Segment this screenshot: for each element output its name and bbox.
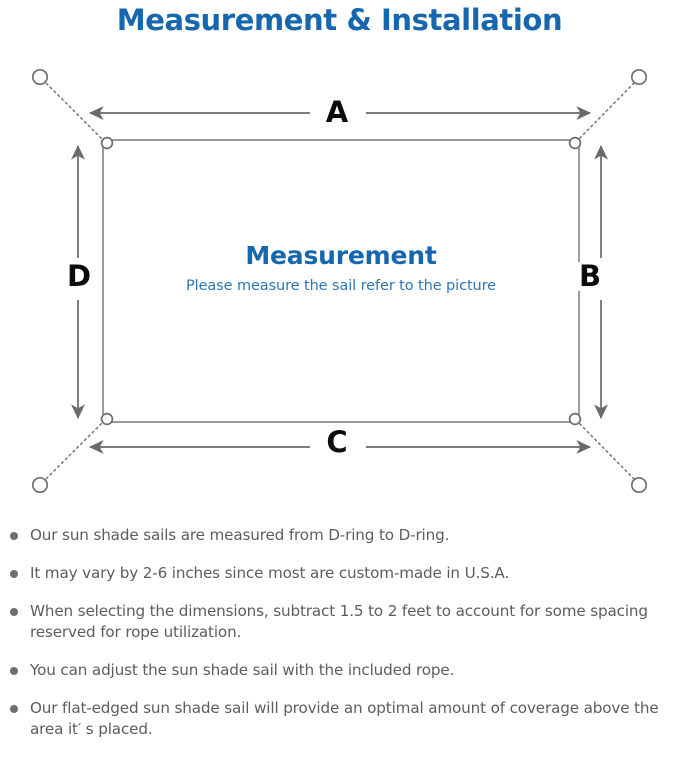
- anchor-point-bottom-left: [31, 476, 49, 494]
- anchor-point-top-right: [630, 68, 648, 86]
- dimension-label-b: B: [574, 262, 606, 291]
- d-rings: [100, 136, 582, 426]
- bullet-icon: [10, 532, 18, 540]
- note-text: It may vary by 2-6 inches since most are…: [30, 564, 510, 582]
- note-text: Our flat-edged sun shade sail will provi…: [30, 699, 659, 738]
- bullet-icon: [10, 608, 18, 616]
- d-ring-top-right: [568, 136, 582, 150]
- measurement-diagram: A B C D Measurement Please measure the s…: [31, 68, 648, 494]
- rope-line-bottom-right: [575, 419, 636, 481]
- d-ring-bottom-right: [568, 412, 582, 426]
- diagram-canvas: [31, 68, 648, 494]
- bullet-icon: [10, 570, 18, 578]
- sail-caption-title: Measurement: [245, 241, 437, 270]
- page-title: Measurement & Installation: [116, 3, 563, 37]
- rope-line-top-right: [575, 81, 636, 143]
- sail-caption-subtitle: Please measure the sail refer to the pic…: [186, 278, 496, 294]
- sail-caption: Measurement Please measure the sail refe…: [103, 240, 579, 297]
- d-ring-bottom-left: [100, 412, 114, 426]
- note-item: It may vary by 2-6 inches since most are…: [0, 563, 679, 584]
- dimension-label-c: C: [317, 428, 357, 457]
- d-ring-top-left: [100, 136, 114, 150]
- note-text: Our sun shade sails are measured from D-…: [30, 526, 450, 544]
- note-item: You can adjust the sun shade sail with t…: [0, 660, 679, 681]
- rope-line-bottom-left: [44, 419, 106, 481]
- rope-lines: [44, 81, 636, 481]
- anchor-point-bottom-right: [630, 476, 648, 494]
- bullet-icon: [10, 705, 18, 713]
- rope-line-top-left: [44, 81, 106, 143]
- anchor-points: [31, 68, 648, 494]
- bullet-icon: [10, 667, 18, 675]
- note-text: You can adjust the sun shade sail with t…: [30, 661, 455, 679]
- anchor-point-top-left: [31, 68, 49, 86]
- note-item: When selecting the dimensions, subtract …: [0, 601, 679, 643]
- note-item: Our sun shade sails are measured from D-…: [0, 525, 679, 546]
- note-text: When selecting the dimensions, subtract …: [30, 602, 648, 641]
- dimension-label-a: A: [317, 98, 357, 127]
- notes-list: Our sun shade sails are measured from D-…: [0, 525, 679, 757]
- dimension-label-d: D: [63, 262, 95, 291]
- note-item: Our flat-edged sun shade sail will provi…: [0, 698, 679, 740]
